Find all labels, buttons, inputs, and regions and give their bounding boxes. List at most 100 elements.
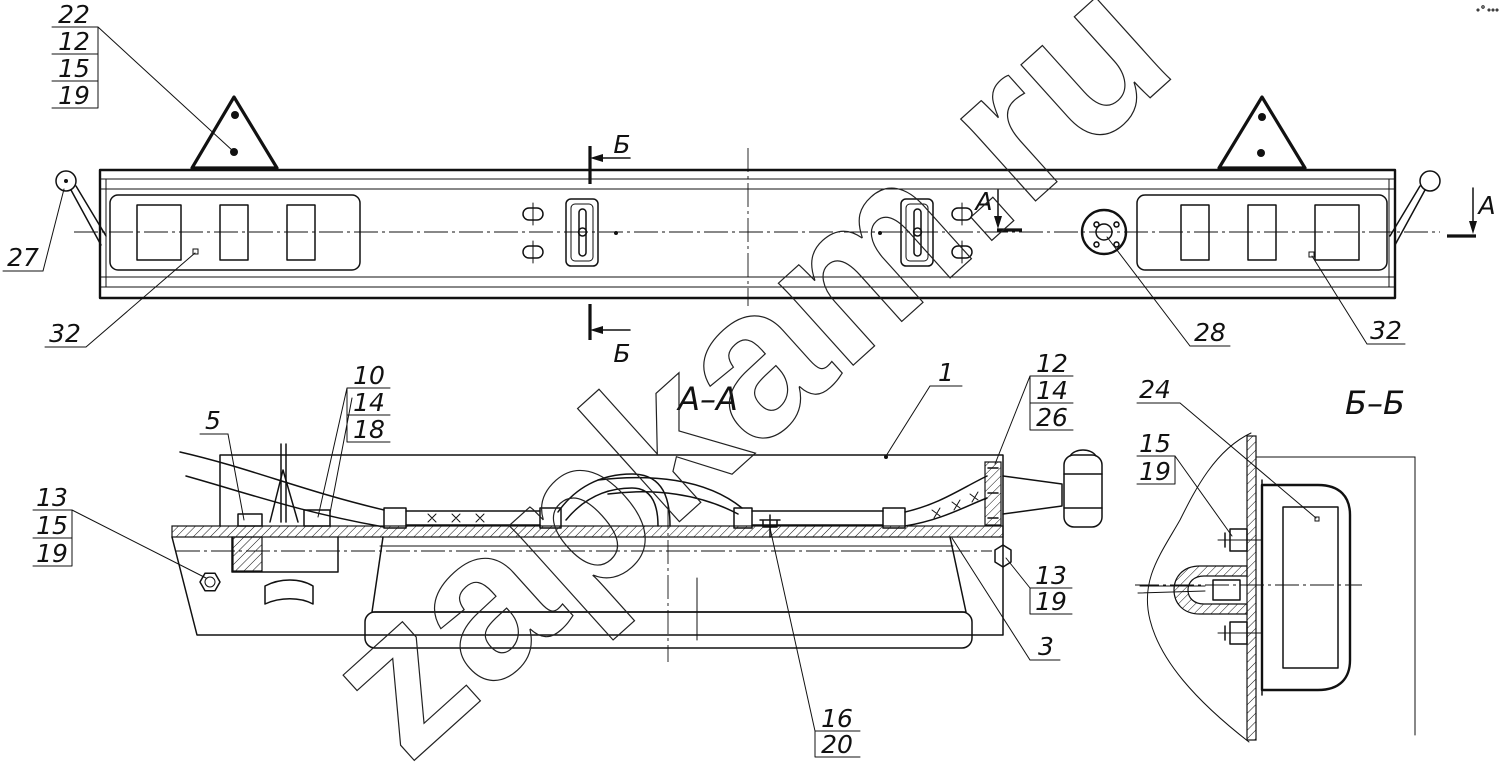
left-lamp-marker (192, 248, 199, 255)
callout-20: 20 (821, 730, 853, 759)
supply-cable (179, 451, 385, 528)
reflector-callout-12: 12 (58, 27, 90, 56)
callout-1-leader (885, 385, 963, 457)
cut-a-label-right: А (1476, 191, 1495, 220)
left-mount-block (231, 536, 339, 573)
callout-19-left: 19 (36, 539, 68, 568)
left-lamp-callout-leader (44, 252, 196, 348)
right-lamp-marker (1308, 251, 1315, 258)
plug-ridges (1063, 449, 1103, 509)
left-reflector-triangle (190, 95, 279, 170)
callout-18: 18 (353, 415, 385, 444)
speck (1476, 8, 1480, 12)
cut-b-arrowheads (590, 154, 603, 334)
right-terminal-screws (987, 467, 999, 519)
left-nut-13-hole (204, 576, 216, 588)
bumper-housing-outline (171, 454, 1004, 636)
left-nut-13 (199, 572, 221, 592)
callout-16-20-leader (769, 527, 861, 758)
round-socket-outer (1080, 208, 1128, 256)
callout-13-left: 13 (36, 483, 68, 512)
harness-braid-right (931, 491, 979, 519)
right-handle-arm (1389, 185, 1426, 246)
handle-callout-leader (2, 188, 65, 272)
callout-14-right: 14 (1036, 376, 1068, 405)
lamp-side-marker (1314, 516, 1320, 522)
reflector-callout-19: 19 (58, 81, 90, 110)
left-reflector-hole-top (231, 111, 239, 119)
round-part-callout-leader (1106, 236, 1231, 347)
section-b-b: Б–Б 24 15 19 (1135, 375, 1416, 743)
bar-profile-lines (99, 178, 1396, 288)
left-mount-bracket (269, 469, 299, 523)
harness-blocks (383, 507, 906, 529)
round-part-callout-28: 28 (1194, 318, 1226, 347)
harness-braid-left (427, 513, 485, 523)
callout-5: 5 (205, 406, 221, 435)
side-plate-section (1246, 435, 1257, 741)
side-frame (1255, 456, 1416, 736)
connector-pin (1212, 579, 1241, 601)
right-reflector-hole-top (1258, 113, 1266, 121)
right-bracket-inner (905, 203, 929, 262)
right-handle-eye (1419, 170, 1441, 192)
right-lamp-callout-32: 32 (1370, 316, 1402, 345)
left-mounting-bracket (565, 198, 599, 267)
top-view: Б Б А А 22 12 15 19 27 32 28 32 (2, 0, 1496, 368)
left-mount-nuts (237, 509, 331, 527)
right-nut-13 (994, 544, 1012, 568)
harness-lines (405, 510, 884, 526)
slotted-holes (522, 207, 973, 259)
callout-16: 16 (821, 704, 853, 733)
left-lamp-callout-32: 32 (49, 319, 81, 348)
callout-12: 12 (1036, 349, 1068, 378)
callout-3-leader (951, 537, 1061, 661)
lamp-housing-side (1260, 483, 1352, 692)
left-mount-bolt-section (232, 536, 263, 572)
plug-body (1063, 454, 1103, 528)
callout-3: 3 (1038, 632, 1054, 661)
callout-15-left: 15 (36, 511, 68, 540)
connector-boot (1173, 565, 1248, 615)
callout-10-14-18-leader (317, 387, 391, 518)
callout-14: 14 (353, 388, 385, 417)
speck (1487, 8, 1491, 12)
handle-callout-27: 27 (7, 243, 39, 272)
cut-b-label-top: Б (613, 130, 630, 159)
section-a-a-title: А–А (676, 380, 738, 418)
callout-24-leader (1136, 402, 1317, 519)
section-a-a: А–А 10 14 (32, 349, 1103, 759)
right-lamp-windows (1180, 204, 1360, 261)
left-lamp-windows (136, 204, 316, 261)
section-b-b-title: Б–Б (1345, 384, 1405, 422)
cut-a-lines (997, 228, 1476, 238)
connector-wire (1137, 585, 1206, 594)
cut-b-label-bottom: Б (613, 339, 630, 368)
left-bracket-inner (570, 203, 594, 262)
break-line (1146, 432, 1252, 743)
harness-right-cable (904, 475, 988, 527)
left-bracket-slot (578, 208, 587, 257)
round-socket-holes (1093, 221, 1120, 248)
side-nuts (1224, 528, 1248, 645)
screw-16 (759, 514, 781, 538)
right-reflector-hole-bottom (1257, 149, 1265, 157)
speck (1491, 8, 1495, 12)
callout-24: 24 (1139, 375, 1171, 404)
right-lamp-housing (1136, 194, 1388, 271)
callout-13-right: 13 (1035, 561, 1067, 590)
callout-15-side: 15 (1139, 429, 1171, 458)
left-center-mark (614, 231, 618, 235)
lamp-lens-side (1282, 506, 1339, 669)
callout-1: 1 (938, 358, 954, 387)
corner-specks (1476, 5, 1499, 12)
reflector-callout-15: 15 (58, 54, 90, 83)
bar-outline (98, 168, 1397, 300)
callout-10: 10 (353, 361, 385, 390)
callout-5-leader (199, 433, 245, 521)
left-mount-tube (264, 579, 314, 605)
cut-a-arrows (997, 187, 1474, 225)
speck (1495, 8, 1499, 12)
callout-12-14-26-leader (994, 375, 1074, 465)
